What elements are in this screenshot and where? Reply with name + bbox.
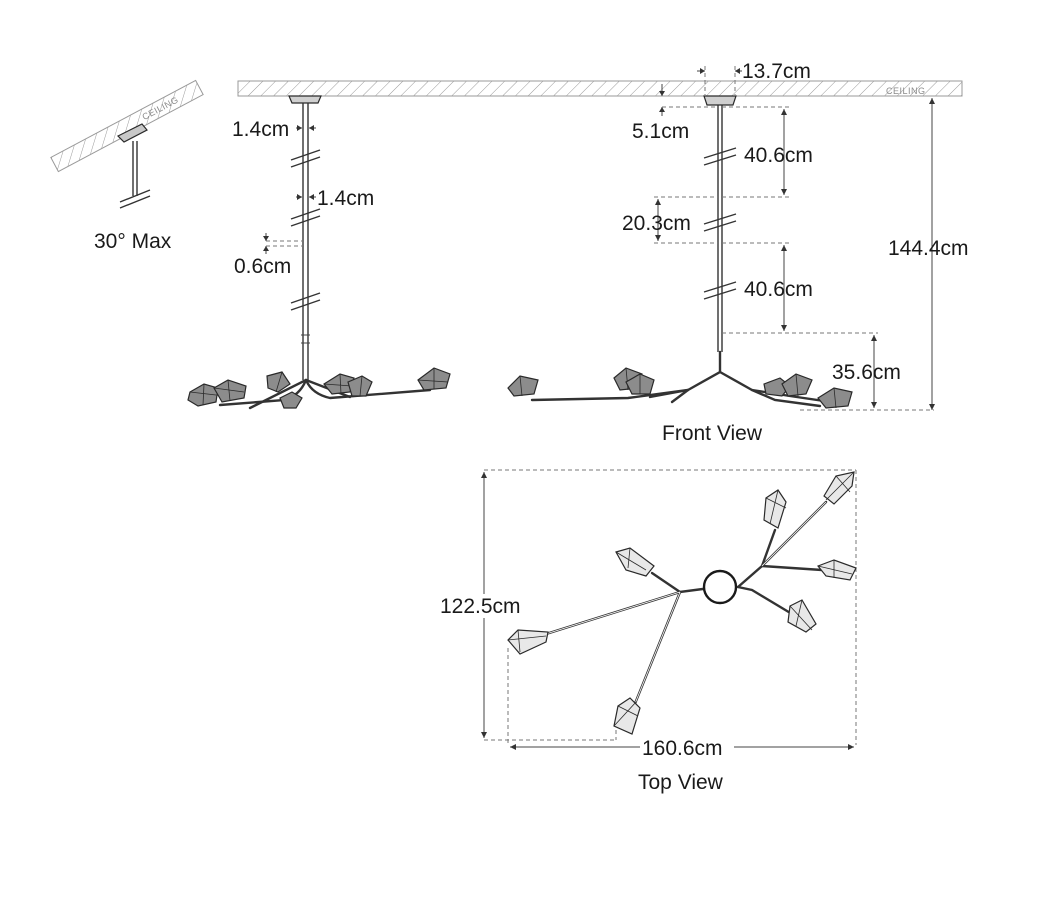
front-break-marks — [703, 147, 737, 300]
side-shade-6 — [417, 367, 451, 391]
top-depth-dim: 122.5cm — [440, 472, 530, 738]
top-depth-label: 122.5cm — [440, 595, 521, 618]
rod-segment-1-dim: 40.6cm — [722, 106, 813, 198]
front-canopy — [703, 95, 737, 106]
overall-height-label: 144.4cm — [888, 237, 969, 260]
overall-height-dim: 144.4cm — [888, 98, 969, 410]
side-rod-diameter-label: 1.4cm — [232, 118, 289, 141]
side-break-marks — [290, 149, 321, 311]
side-rod-diameter-label-2: 1.4cm — [317, 187, 374, 210]
side-shade-3 — [266, 371, 291, 393]
front-shades — [507, 367, 853, 409]
sloped-ceiling-slab — [50, 79, 204, 173]
fixture-height-label: 35.6cm — [832, 361, 901, 384]
top-width-dim: 160.6cm — [510, 737, 854, 760]
top-shade-7 — [787, 599, 817, 633]
side-view: 1.4cm 1.4cm 0.6cm — [187, 95, 451, 410]
rod-segment-2-dim: 20.3cm — [622, 196, 718, 244]
top-shade-6 — [817, 559, 857, 581]
rod-segment-2-label: 20.3cm — [622, 212, 691, 235]
top-view: 122.5cm 160.6cm — [440, 469, 857, 794]
sloped-canopy — [116, 123, 148, 143]
side-shade-2 — [213, 379, 247, 403]
side-rod-dim-1: 1.4cm — [232, 118, 316, 141]
slope-max-label: 30° Max — [94, 230, 172, 253]
ceiling-label: CEILING — [886, 86, 926, 96]
sloped-break-mark — [119, 189, 151, 203]
side-shade-7 — [279, 391, 303, 409]
top-shade-2 — [507, 629, 549, 655]
side-arms — [218, 378, 432, 410]
front-view-label: Front View — [662, 422, 763, 445]
top-extent-lines — [484, 469, 857, 745]
front-shade-5 — [781, 373, 813, 397]
top-shade-1 — [615, 547, 655, 577]
rod-segment-3-label: 40.6cm — [744, 278, 813, 301]
side-shade-1 — [187, 383, 219, 407]
top-width-label: 160.6cm — [642, 737, 723, 760]
top-arms — [544, 500, 828, 708]
canopy-height-label: 5.1cm — [632, 120, 689, 143]
fixture-height-dim: 35.6cm — [800, 335, 934, 411]
side-shades — [187, 367, 451, 409]
canopy-height-dim: 5.1cm — [632, 84, 718, 143]
ceiling-slab — [237, 80, 963, 97]
canopy-width-dim: 13.7cm — [697, 60, 811, 95]
front-shade-3 — [625, 373, 655, 395]
side-gap-dim: 0.6cm — [234, 233, 303, 278]
side-gap-label: 0.6cm — [234, 255, 291, 278]
canopy-width-label: 13.7cm — [742, 60, 811, 83]
top-shade-4 — [763, 489, 787, 529]
front-view: 13.7cm 5.1cm 40.6cm 20.3cm — [507, 60, 969, 445]
side-rod-dim-2: 1.4cm — [296, 187, 374, 210]
rod-segment-1-label: 40.6cm — [744, 144, 813, 167]
top-canopy-circle — [702, 569, 738, 605]
front-shade-6 — [817, 387, 853, 409]
top-shade-5 — [823, 471, 855, 505]
rod-segment-3-dim: 40.6cm — [722, 242, 878, 334]
top-shade-3 — [613, 697, 641, 735]
top-shades — [507, 471, 857, 735]
main-ceiling: CEILING — [237, 80, 963, 97]
side-canopy — [288, 95, 322, 104]
sloped-ceiling-detail: CEILING 30° Max — [50, 79, 204, 253]
front-shade-1 — [507, 375, 539, 397]
side-shade-5 — [347, 375, 373, 397]
top-view-label: Top View — [638, 771, 724, 794]
